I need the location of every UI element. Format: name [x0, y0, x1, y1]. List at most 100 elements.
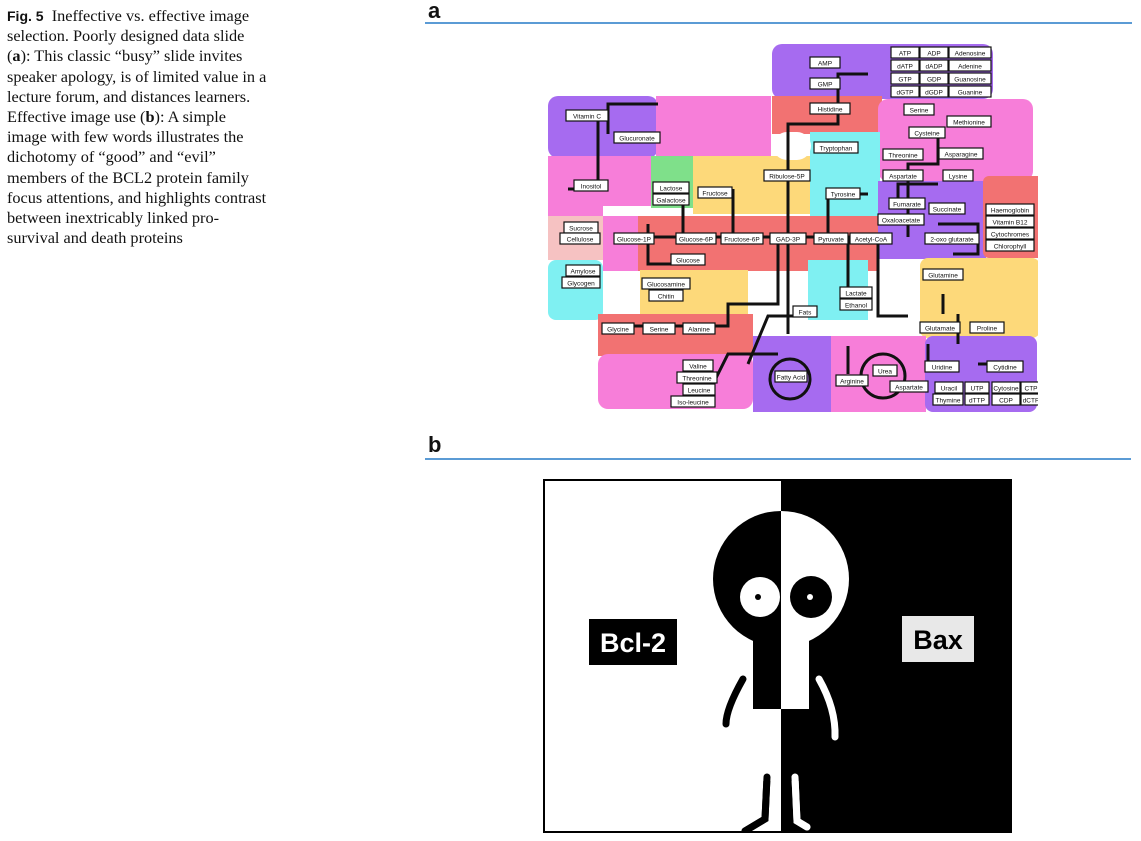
- pathway-box-serine: [903, 103, 935, 116]
- pathway-box-dadp: [919, 59, 949, 72]
- pathway-label-cytidine: Cytidine: [993, 365, 1017, 372]
- pathway-box-glucuronate: [613, 131, 661, 144]
- pathway-box-guanosine: [948, 72, 992, 85]
- pathway-label-serine: Serine: [910, 108, 929, 115]
- pathway-label-ethanol: Ethanol: [845, 303, 868, 310]
- figure-caption: Fig. 5 Ineffective vs. effective image s…: [7, 6, 269, 248]
- caption-bold-b: b: [145, 107, 155, 127]
- pathway-box-gdp: [919, 72, 949, 85]
- pathway-label-guanine: Guanine: [958, 90, 983, 97]
- pathway-label-glutamine: Glutamine: [928, 273, 958, 280]
- pathway-label-cytochromes: Cytochromes: [991, 232, 1030, 239]
- pathway-label-threonine2: Threonine: [682, 376, 712, 383]
- pathway-label-dgdp: dGDP: [925, 90, 943, 97]
- pathway-label-thymine: Thymine: [936, 398, 961, 405]
- bcl2-bax-cartoon: Bcl-2 Bax: [543, 479, 1012, 833]
- bax-label: Bax: [913, 625, 963, 655]
- pathway-box-amylose: [565, 264, 601, 277]
- pathway-label-adp: ADP: [927, 51, 940, 58]
- pathway-label-cytosine: Cytosine: [993, 386, 1019, 393]
- pathway-box-lactose: [652, 181, 690, 194]
- pathway-box-asparagine: [938, 147, 984, 160]
- pathway-label-lactose: Lactose: [660, 186, 683, 193]
- pathway-label-urea: Urea: [878, 369, 892, 376]
- pathway-box-inositol: [573, 179, 609, 192]
- pathway-box-haemoglobin: [985, 203, 1035, 216]
- pathway-box-fructose: [697, 186, 733, 199]
- pathway-label-threonine: Threonine: [888, 153, 918, 160]
- pathway-label-arginine: Arginine: [840, 379, 864, 386]
- pathway-label-sucrose: Sucrose: [569, 226, 593, 233]
- pathway-box-dgdp: [919, 85, 949, 98]
- pathway-label-lysine: Lysine: [949, 174, 968, 181]
- pathway-box-chlorophyll: [985, 239, 1035, 252]
- pathway-box-fumarate: [888, 197, 926, 210]
- pathway-label-chlorophyll: Chlorophyll: [994, 244, 1027, 251]
- pathway-label-inositol: Inositol: [581, 184, 602, 191]
- pathway-box-threonine2: [676, 371, 718, 384]
- pathway-label-adenine: Adenine: [958, 64, 982, 71]
- pathway-label-glucosamine: Glucosamine: [647, 282, 685, 289]
- pathway-box-lactate: [839, 286, 873, 299]
- pathway-box-adp: [919, 46, 949, 59]
- pathway-box-atp: [890, 46, 920, 59]
- pathway-box-uracil: [934, 381, 964, 394]
- pathway-label-glucuronate: Glucuronate: [619, 136, 655, 143]
- pathway-label-chitin: Chitin: [658, 294, 675, 301]
- pathway-box-dttp: [964, 393, 990, 406]
- pathway-label-tryptophan: Tryptophan: [820, 146, 853, 153]
- pathway-label-tyrosine: Tyrosine: [831, 192, 856, 199]
- pathway-box-cellulose: [559, 232, 601, 245]
- pathway-label-gad3p: GAD-3P: [776, 237, 800, 244]
- cartoon-frame: [543, 479, 1012, 833]
- pathway-label-cysteine: Cysteine: [914, 131, 940, 138]
- caption-text-2: ): This classic “busy” slide invites spe…: [7, 46, 267, 127]
- pathway-box-aspartate: [882, 169, 924, 182]
- pathway-label-datp: dATP: [897, 64, 913, 71]
- panel-a-rule: [425, 22, 1132, 24]
- pathway-label-vitamin_b12: Vitamin B12: [993, 220, 1028, 227]
- pathway-label-dgtp: dGTP: [897, 90, 914, 97]
- pathway-box-glucose6p: [675, 232, 717, 245]
- pathway-box-oxoglutarate: [924, 232, 980, 245]
- pathway-box-aspartate2: [889, 380, 929, 393]
- pathway-box-adenosine: [948, 46, 992, 59]
- pathway-label-oxoglutarate: 2-oxo glutarate: [930, 237, 974, 244]
- pathway-box-isoleucine: [670, 395, 716, 408]
- pathway-box-lysine: [942, 169, 974, 182]
- pathway-label-glycogen: Glycogen: [567, 281, 595, 288]
- pathway-box-threonine: [882, 148, 924, 161]
- pathway-box-serine2: [642, 322, 676, 335]
- pathway-box-dctp: [1020, 393, 1038, 406]
- pathway-box-datp: [890, 59, 920, 72]
- pathway-label-fructose6p: Fructose-6P: [724, 237, 759, 244]
- pathway-label-fats: Fats: [799, 310, 812, 317]
- pathway-label-asparagine: Asparagine: [945, 152, 978, 159]
- pathway-box-glutamine: [922, 268, 964, 281]
- left-leg: [741, 773, 771, 833]
- pathway-box-galactose: [652, 193, 690, 206]
- pathway-label-cellulose: Cellulose: [567, 237, 594, 244]
- pathway-box-histidine: [809, 102, 851, 115]
- pathway-box-glucose: [670, 253, 706, 266]
- pathway-box-fatty_acid: [774, 370, 808, 383]
- pathway-label-acetylcoa: Acetyl-CoA: [855, 237, 888, 244]
- pathway-label-isoleucine: Iso-leucine: [677, 400, 709, 407]
- pathway-box-gtp: [890, 72, 920, 85]
- figure-label: Fig. 5: [7, 8, 44, 24]
- pathway-label-galactose: Galactose: [656, 198, 686, 205]
- right-pupil: [807, 594, 813, 600]
- pathway-label-vitamin_c: Vitamin C: [573, 114, 601, 121]
- pathway-label-dctp: dCTP: [1023, 398, 1038, 405]
- figure-lower-right-block: [781, 709, 809, 781]
- pathway-box-chitin: [648, 289, 684, 302]
- pathway-label-serine2: Serine: [650, 327, 669, 334]
- pathway-label-glucose6p: Glucose-6P: [679, 237, 713, 244]
- pathway-box-adenine: [948, 59, 992, 72]
- pathway-box-oxaloacetate: [877, 213, 925, 226]
- pathway-box-ethanol: [839, 298, 873, 311]
- pathway-box-alanine: [682, 322, 716, 335]
- pathway-box-vitamin_c: [565, 109, 609, 122]
